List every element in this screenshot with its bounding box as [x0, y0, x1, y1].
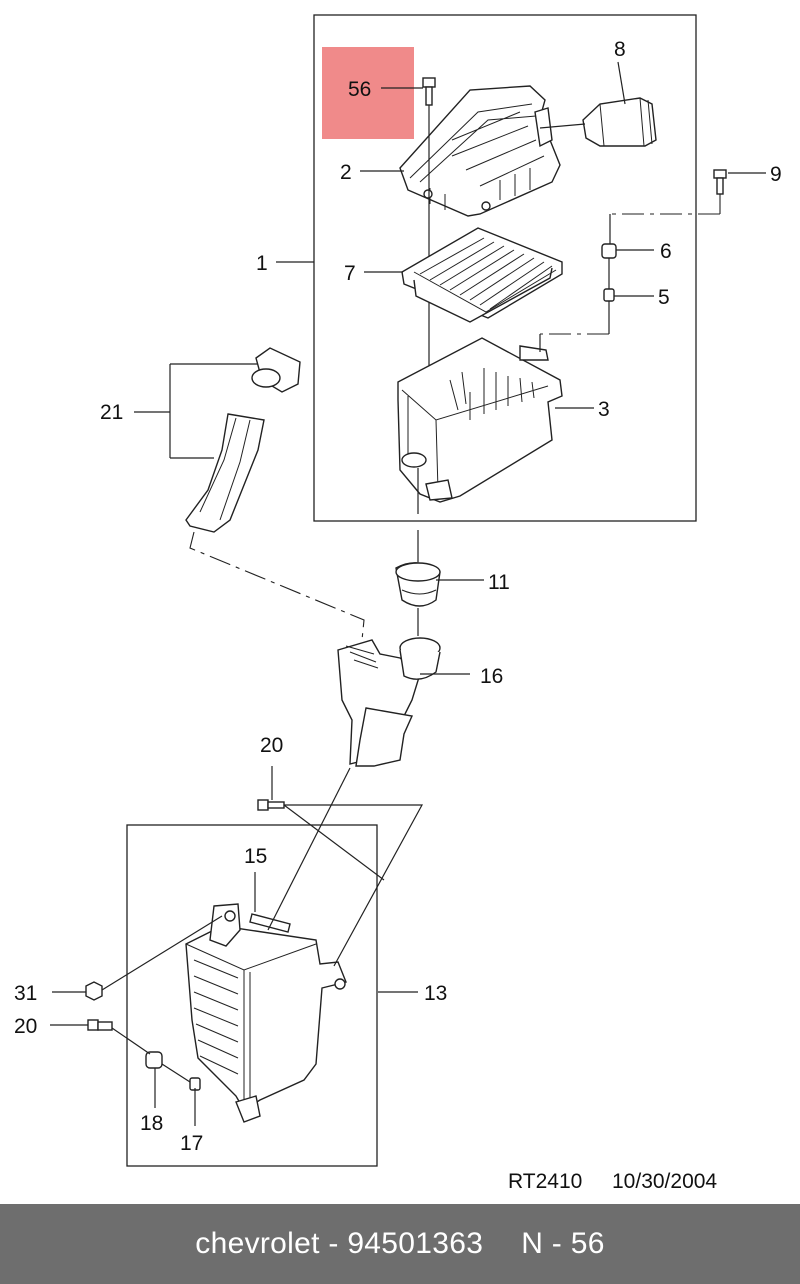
footer-sep-space: [320, 1227, 329, 1261]
part-20-bolt-upper: [257, 799, 285, 811]
callout-15: 15: [244, 845, 267, 868]
part-15-hose: [249, 913, 291, 933]
callout-1: 1: [256, 252, 268, 275]
part-11-duct-ring: [395, 562, 441, 607]
brand-separator: -: [328, 1227, 339, 1260]
part-5-insert: [603, 288, 615, 302]
callout-6: 6: [660, 240, 672, 263]
callout-56: 56: [348, 78, 371, 101]
part-16-duct: [337, 637, 441, 767]
callout-9: 9: [770, 163, 782, 186]
callout-reference: N - 56: [521, 1227, 605, 1260]
callout-13: 13: [424, 982, 447, 1005]
highlight-box: [322, 47, 414, 139]
callout-31: 31: [14, 982, 37, 1005]
part-20-bolt-lower: [87, 1019, 113, 1031]
drawing-date: 10/30/2004: [612, 1170, 717, 1193]
callout-3: 3: [598, 398, 610, 421]
part-6-grommet: [601, 243, 617, 259]
brand-label: chevrolet: [195, 1227, 320, 1260]
callout-5: 5: [658, 286, 670, 309]
part-info-footer: chevrolet - 94501363 N - 56: [0, 1204, 800, 1284]
resonator-assembly-frame: [126, 824, 378, 1167]
callout-8: 8: [614, 38, 626, 61]
part-13-resonator: [185, 903, 347, 1123]
part-8-intake-duct: [582, 97, 657, 147]
callout-17: 17: [180, 1132, 203, 1155]
part-21-hose: [185, 347, 301, 533]
footer-sep-space-2: [339, 1227, 348, 1261]
drawing-ref: RT2410: [508, 1170, 582, 1193]
part-7-filter-element: [401, 227, 563, 323]
part-18-grommet: [145, 1051, 163, 1069]
callout-11: 11: [488, 571, 510, 594]
callout-20-lower: 20: [14, 1015, 37, 1038]
part-2-cover: [399, 85, 561, 217]
part-9-bolt: [713, 169, 727, 195]
exploded-parts-diagram: 56 8 2 9 1 6 7 5 21 3 11 16 20 15 31 13 …: [14, 14, 782, 1193]
callout-2: 2: [340, 161, 352, 184]
callout-21: 21: [100, 401, 123, 424]
callout-16: 16: [480, 665, 503, 688]
part-3-housing: [397, 337, 563, 503]
air-cleaner-assembly-frame: [313, 14, 697, 522]
callout-7: 7: [344, 262, 356, 285]
callout-18: 18: [140, 1112, 163, 1135]
part-number: 94501363: [347, 1227, 484, 1260]
callout-20-upper: 20: [260, 734, 283, 757]
part-31-nut: [85, 981, 103, 1001]
leader-lines: [50, 61, 766, 1126]
